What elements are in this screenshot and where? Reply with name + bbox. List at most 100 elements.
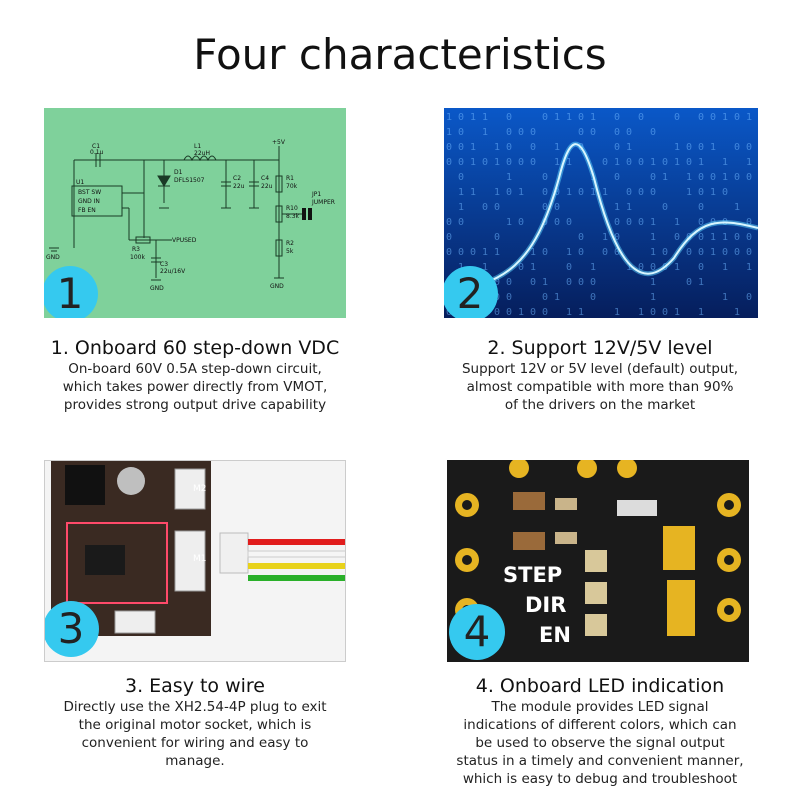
feature-line: status in a timely and convenient manner… [456,753,744,769]
binary-digit: 1 [674,307,680,318]
binary-digit: 1 [566,112,572,123]
binary-digit: 0 [542,112,548,123]
binary-digit: 0 [626,217,632,228]
binary-digit: 1 [566,187,572,198]
circuit-label: 0.1u [90,149,104,156]
binary-digit: 0 [506,277,512,288]
circuit-label: JUMPER [311,199,335,206]
led-board-image: STEP DIR EN 4 [447,460,749,662]
circuit-label: GND [150,285,164,292]
number-badge-1: 1 [44,266,98,318]
binary-digit: 0 [614,232,620,243]
binary-digit: 1 [746,262,752,273]
binary-digit: 0 [530,277,536,288]
binary-digit: 0 [686,247,692,258]
feature-line: Support 12V or 5V level (default) output… [461,361,739,377]
circuit-label: 70k [286,183,298,190]
binary-digit: 1 [674,142,680,153]
binary-digit: 1 [578,307,584,318]
circuit-label: 5k [286,248,294,255]
binary-digit: 1 [590,187,596,198]
binary-digit: 0 [746,247,752,258]
binary-digit: 1 [566,247,572,258]
binary-digit: 0 [578,277,584,288]
circuit-label: JP1 [311,191,321,198]
binary-digit: 1 [614,202,620,213]
feature-caption-2: 2. Support 12V/5V level Support 12V or 5… [420,336,780,414]
binary-digit: 1 [482,127,488,138]
binary-digit: 0 [518,157,524,168]
binary-digit: 1 [626,262,632,273]
led-label-en: EN [539,623,571,647]
binary-digit: 0 [662,307,668,318]
binary-digit: 0 [746,142,752,153]
feature-line: which takes power directly from VMOT, [62,379,328,395]
feature-line: The module provides LED signal [491,699,709,715]
binary-digit: 1 [470,112,476,123]
binary-digit: 0 [494,202,500,213]
circuit-label: C2 [233,175,241,182]
binary-digit: 0 [746,217,752,228]
binary-digit: 1 [626,142,632,153]
binary-digit: 1 [686,172,692,183]
binary-digit: 1 [518,307,524,318]
binary-digit: 0 [614,247,620,258]
binary-digit: 0 [530,127,536,138]
binary-digit: 0 [698,217,704,228]
binary-digit: 1 [710,232,716,243]
binary-digit: 1 [662,172,668,183]
binary-digit: 1 [494,247,500,258]
binary-digit: 1 [722,232,728,243]
circuit-label: R2 [286,240,294,247]
binary-digit: 1 [722,157,728,168]
feature-line: be used to observe the signal output [475,735,725,751]
binary-digit: 1 [746,157,752,168]
binary-digit: 1 [674,217,680,228]
binary-digit: 0 [458,112,464,123]
binary-digit: 0 [638,187,644,198]
binary-digit: 1 [590,262,596,273]
binary-digit: 0 [746,292,752,303]
binary-digit: 0 [614,172,620,183]
binary-digit: 1 [530,247,536,258]
binary-digit: 1 [710,247,716,258]
binary-digit: 1 [722,112,728,123]
binary-digit: 0 [458,127,464,138]
binary-digit: 0 [614,112,620,123]
circuit-label: +5V [272,139,286,146]
circuit-schematic-image: C1 0.1u L1 22uH U1 BST SW GND IN FB EN D… [44,108,346,318]
binary-digit: 1 [650,232,656,243]
binary-digit: 0 [554,202,560,213]
binary-digit: 0 [626,157,632,168]
binary-digit: 1 [722,262,728,273]
binary-digit: 0 [674,112,680,123]
binary-digit: 0 [662,247,668,258]
led-label-step: STEP [503,563,562,587]
binary-digit: 1 [722,172,728,183]
binary-digit: 0 [482,202,488,213]
binary-digit: 0 [458,217,464,228]
binary-digit: 0 [746,232,752,243]
binary-digit: 1 [446,112,452,123]
binary-digit: 0 [482,157,488,168]
binary-digit: 0 [506,157,512,168]
connector-label-m2: M2 [193,484,207,494]
binary-digit: 0 [530,142,536,153]
circuit-label: BST SW [78,189,101,196]
feature-line: manage. [165,753,225,769]
binary-digit: 1 [734,202,740,213]
circuit-label: FB EN [78,207,96,214]
binary-digit: 1 [698,277,704,288]
binary-digit: 1 [554,142,560,153]
binary-digit: 0 [686,157,692,168]
binary-digit: 0 [446,157,452,168]
binary-digit: 1 [650,277,656,288]
binary-digit: 0 [506,142,512,153]
circuit-label: GND [270,283,284,290]
circuit-label: R1 [286,175,294,182]
feature-line: provides strong output drive capability [63,397,327,413]
binary-digit: 1 [554,292,560,303]
binary-digit: 1 [566,157,572,168]
binary-digit: 0 [710,112,716,123]
binary-digit: 1 [518,187,524,198]
